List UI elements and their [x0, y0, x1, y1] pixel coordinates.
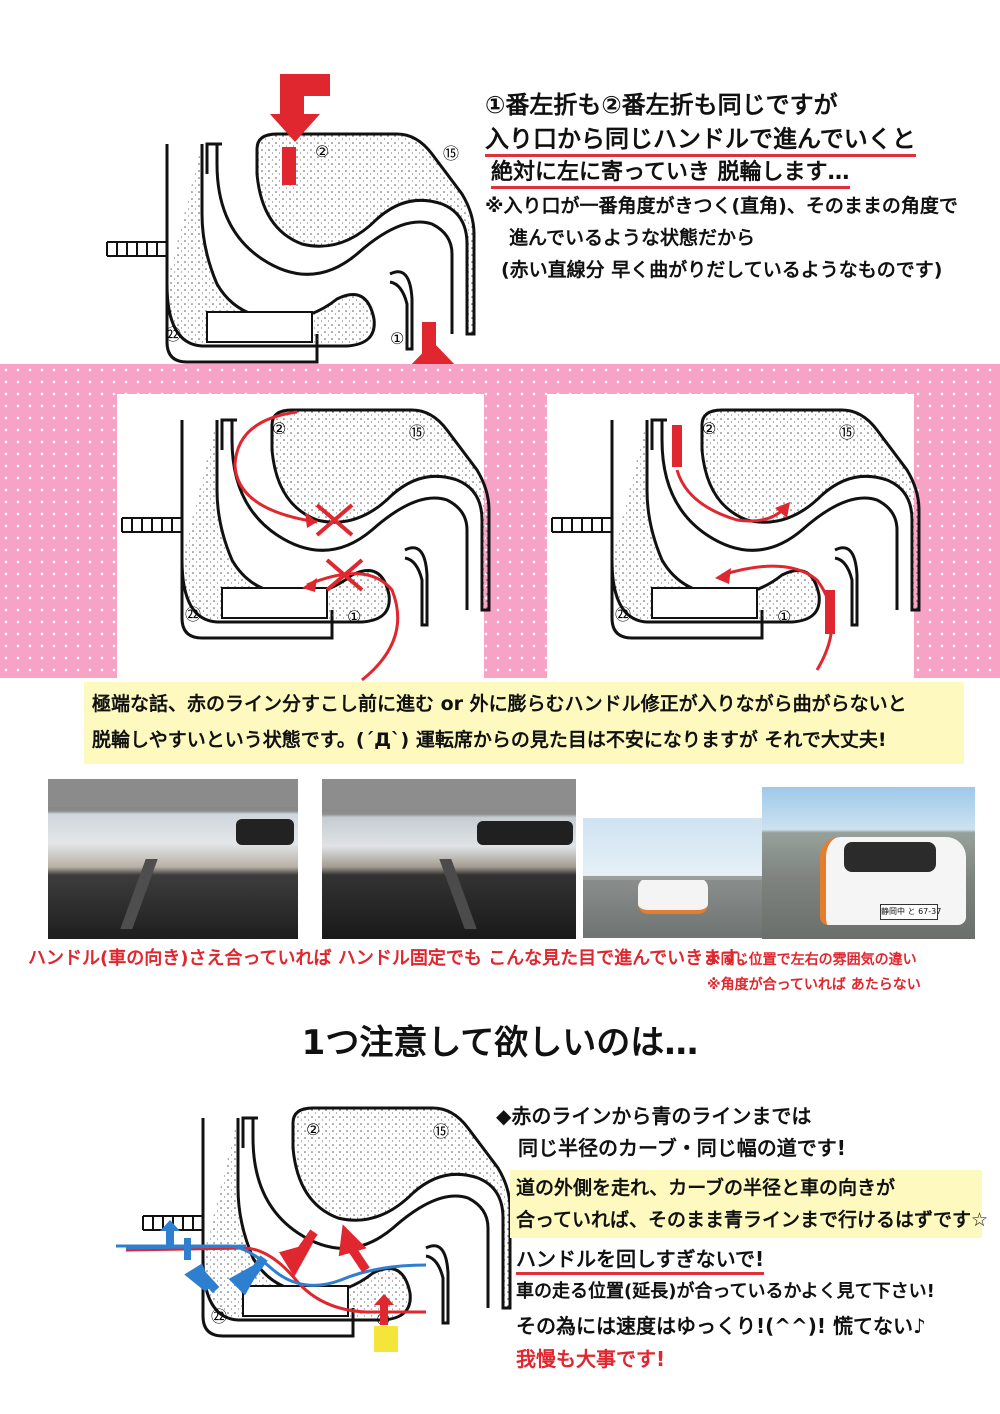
svg-text:⑮: ⑮	[409, 423, 425, 442]
top-notes: ①番左折も②番左折も同じですが 入り口から同じハンドルで進んでいくと 絶対に左に…	[485, 88, 958, 286]
blue-arrow-icon	[228, 1255, 268, 1296]
svg-text:②: ②	[272, 419, 286, 438]
note-line: ※入り口が一番角度がきつく(直角)、そのままの角度で	[485, 195, 958, 217]
top-course-diagram: ② ⑮ ㉒ ①	[105, 74, 476, 402]
bottom-notes: ◆赤のラインから青のラインまでは 同じ半径のカーブ・同じ幅の道です! 道の外側を…	[496, 1100, 989, 1374]
driver-view-photo-right	[322, 779, 576, 939]
bottom-note-line: 車の走る位置(延長)が合っているかよく見て下さい!	[516, 1281, 935, 1302]
svg-text:㉒: ㉒	[211, 1307, 227, 1326]
blue-arrow-icon	[160, 1220, 180, 1248]
course-number-15: ⑮	[443, 144, 459, 163]
driver-view-photo-left	[48, 779, 298, 939]
red-arrow-icon	[338, 1224, 370, 1273]
red-arrow-icon	[279, 1229, 318, 1277]
bottom-note-line: 道の外側を走れ、カーブの半径と車の向きが	[516, 1177, 896, 1199]
svg-text:㉒: ㉒	[185, 605, 201, 624]
bottom-note-line: 同じ半径のカーブ・同じ幅の道です!	[518, 1136, 846, 1160]
bottom-note-line: ◆赤のラインから青のラインまでは	[496, 1104, 812, 1128]
note-line: (赤い直線分 早く曲がりだしているようなものです)	[501, 259, 943, 281]
pink-note-line: 極端な話、赤のライン分すこし前に進む or 外に膨らむハンドル修正が入りながら曲…	[92, 693, 907, 715]
blue-arrow-icon	[184, 1263, 220, 1294]
svg-text:①: ①	[777, 607, 791, 626]
red-arrow-icon	[374, 1294, 394, 1325]
entry-arrow-icon	[270, 74, 330, 142]
note-line: ①番左折も②番左折も同じですが	[485, 91, 838, 119]
course-number-22: ㉒	[165, 325, 181, 344]
pink-note-box: 極端な話、赤のライン分すこし前に進む or 外に膨らむハンドル修正が入りながら曲…	[84, 682, 964, 764]
svg-text:②: ②	[702, 419, 716, 438]
note-line: 入り口から同じハンドルで進んでいくと	[485, 125, 916, 157]
bottom-note-line: ハンドルを回しすぎないで!	[516, 1247, 765, 1275]
pink-note-line: 脱輪しやすいという状態です。(´Д`) 運転席からの見た目は不安になりますが そ…	[92, 729, 887, 751]
photo-caption: ハンドル(車の向き)さえ合っていれば ハンドル固定でも こんな見た目で進んでいき…	[28, 948, 756, 969]
svg-text:②: ②	[306, 1120, 320, 1139]
car-photo: 静岡中 と 67-37	[762, 787, 975, 939]
photo-caption-note: ※同じ位置で左右の雰囲気の違い	[707, 952, 917, 968]
bottom-note-line: その為には速度はゆっくり!(^^)! 慌てない♪	[516, 1314, 926, 1338]
start-position-marker	[374, 1326, 398, 1352]
note-line: 進んでいるような状態だから	[509, 227, 756, 249]
bottom-course-diagram: ② ⑮ ㉒ ①	[116, 1106, 512, 1352]
wrong-path-panel: ② ⑮ ㉒ ①	[117, 394, 491, 682]
red-line	[125, 1246, 426, 1314]
svg-text:⑮: ⑮	[839, 423, 855, 442]
bottom-note-line: 合っていれば、そのまま青ラインまで行けるはずです☆	[516, 1209, 989, 1231]
svg-text:㉒: ㉒	[615, 605, 631, 624]
correct-path-panel: ② ⑮ ㉒ ①	[547, 394, 921, 678]
svg-text:⑮: ⑮	[433, 1122, 449, 1141]
course-photo-wide	[583, 818, 776, 938]
note-line: 絶対に左に寄っていき 脱輪します…	[491, 160, 850, 189]
course-number-1: ①	[390, 329, 404, 348]
section-heading: 1つ注意して欲しいのは…	[301, 1023, 699, 1063]
bottom-note-line: 我慢も大事です!	[516, 1347, 666, 1371]
svg-text:①: ①	[347, 607, 361, 626]
photo-caption-note: ※角度が合っていれば あたらない	[707, 977, 921, 993]
license-plate: 静岡中 と 67-37	[880, 904, 941, 920]
red-straight-mark	[282, 147, 296, 185]
course-number-2: ②	[315, 142, 329, 161]
